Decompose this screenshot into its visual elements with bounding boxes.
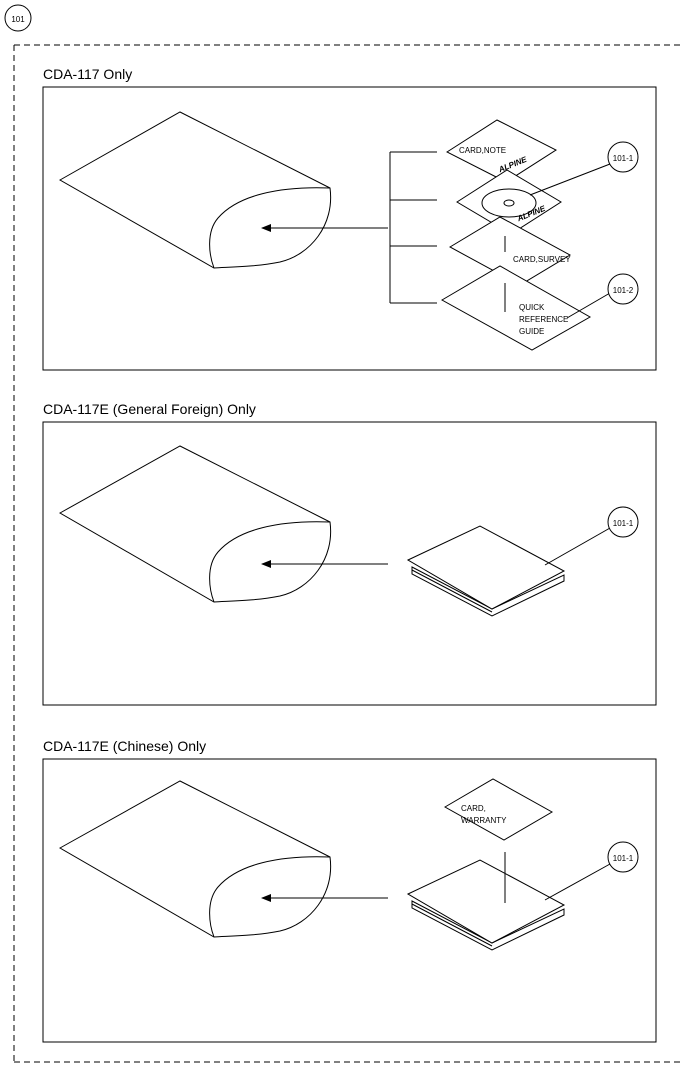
svg-text:101-1: 101-1: [613, 154, 634, 163]
packing-envelope: [58, 445, 332, 603]
parts-bracket: [389, 151, 437, 304]
packing-envelope: [58, 111, 332, 269]
warranty-label-line2: WARRANTY: [461, 816, 507, 825]
section-title-cda-117: CDA-117 Only: [43, 66, 132, 82]
card-note: CARD,NOTE ALPINE: [445, 119, 558, 183]
section-frame-2: [42, 421, 657, 706]
warranty-label-line1: CARD,: [461, 804, 486, 813]
reference-number: 101: [11, 15, 25, 24]
callout-101-1: 101-1: [529, 141, 639, 196]
dashed-frame: [13, 44, 682, 1065]
section-title-general-foreign: CDA-117E (General Foreign) Only: [43, 401, 256, 417]
guide-label-line2: REFERENCE: [519, 315, 568, 324]
card-note-label: CARD,NOTE: [459, 146, 506, 155]
quick-reference-guide: QUICK REFERENCE GUIDE: [440, 265, 592, 351]
section-frame-1: [42, 86, 657, 371]
svg-text:101-1: 101-1: [613, 854, 634, 863]
svg-text:101-2: 101-2: [613, 286, 634, 295]
section-frame-3: [42, 758, 657, 1043]
svg-text:101-1: 101-1: [613, 519, 634, 528]
callout-101-2: 101-2: [566, 273, 639, 319]
cd-disc: ALPINE: [456, 169, 562, 235]
card-survey-label: CARD,SURVEY: [513, 255, 571, 264]
card-warranty: CARD, WARRANTY: [443, 778, 554, 841]
callout-101-1: 101-1: [544, 841, 639, 901]
section-title-chinese: CDA-117E (Chinese) Only: [43, 738, 206, 754]
packing-envelope: [58, 780, 332, 938]
guide-label-line3: GUIDE: [519, 327, 544, 336]
instruction-booklet: [406, 525, 566, 617]
callout-101-1: 101-1: [544, 506, 639, 566]
instruction-booklet: [406, 859, 566, 951]
guide-label-line1: QUICK: [519, 303, 545, 312]
reference-callout: 101: [4, 4, 32, 32]
